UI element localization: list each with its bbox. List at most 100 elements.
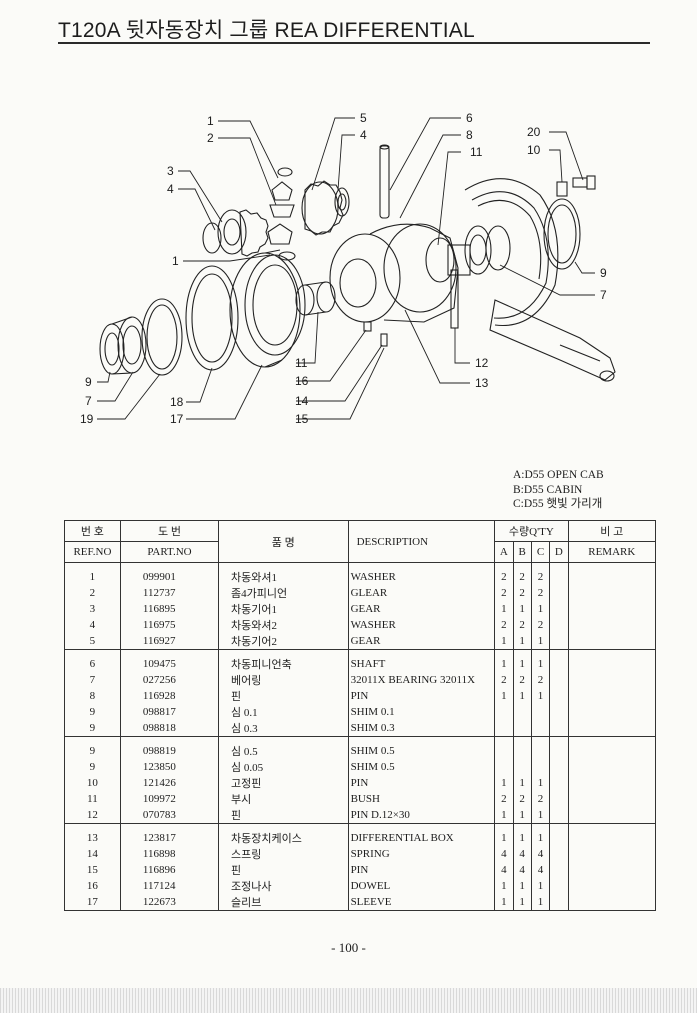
header-remark-en: REMARK [567,541,657,563]
cell-name: 핀 [218,688,349,704]
cell-ref: 12 [64,807,121,824]
cell-name: 차동기어1 [218,601,349,617]
cell-remark [567,633,657,650]
cell-remark [567,688,657,704]
cell-d [549,688,569,704]
sleeve-part [229,249,306,368]
cell-d [549,569,569,585]
side-gear-part [202,209,269,257]
cell-part: 122673 [119,894,220,911]
cell-remark [567,743,657,759]
header-qty: 수량Q'TY [494,520,569,542]
header-ref-en: REF.NO [64,541,121,563]
page-title: T120A 뒷자동장치 그룹 REA DIFFERENTIAL [58,19,475,42]
cell-part: 098818 [119,720,220,737]
cell-c: 1 [530,775,551,791]
title-rule [58,42,650,44]
cell-a: 2 [494,617,514,633]
cell-c [530,743,551,759]
cell-desc: GLEAR [347,585,496,601]
legend-line: B:D55 CABIN [513,483,583,496]
cell-d [549,656,569,672]
header-col-b: B [512,541,532,563]
cell-desc: DIFFERENTIAL BOX [347,830,496,846]
cell-desc: 32011X BEARING 32011X [347,672,496,688]
cell-part: 116895 [119,601,220,617]
cell-desc: GEAR [347,633,496,650]
cell-part: 109475 [119,656,220,672]
group-spacer [64,562,657,569]
cell-name: 차동와셔2 [218,617,349,633]
cell-ref: 4 [64,617,121,633]
washer-ring-part [185,265,239,371]
cell-desc: GEAR [347,601,496,617]
group-spacer [64,649,657,656]
cell-a: 1 [494,688,514,704]
model-legend: A:D55 OPEN CAB B:D55 CABIN C:D55 햇빛 가리개 [513,468,604,512]
cell-ref: 17 [64,894,121,911]
differential-gear-part [301,180,350,236]
cell-c: 2 [530,791,551,807]
cell-remark [567,656,657,672]
cell-name: 심 0.3 [218,720,349,737]
cell-ref: 16 [64,878,121,894]
cell-b: 1 [512,775,532,791]
cell-name: 슬리브 [218,894,349,911]
cell-b: 1 [512,807,532,824]
cell-d [549,846,569,862]
cell-b: 2 [512,617,532,633]
page-number: - 100 - [331,940,366,955]
callout-label: 4 [167,182,174,196]
drive-pinion-part [489,299,616,382]
cell-c: 1 [530,601,551,617]
cell-c: 1 [530,633,551,650]
cell-ref: 2 [64,585,121,601]
cell-d [549,672,569,688]
cell-b: 1 [512,878,532,894]
cell-name: 핀 [218,807,349,824]
cell-name: 심 0.05 [218,759,349,775]
ring-gear-part [464,178,559,327]
cell-c: 1 [530,894,551,911]
callout-label: 16 [295,374,309,388]
cell-ref: 15 [64,862,121,878]
callout-label: 12 [475,356,489,370]
callout-label: 13 [475,376,489,390]
cell-a: 2 [494,672,514,688]
cell-a: 1 [494,656,514,672]
callout-label: 11 [295,356,308,370]
cell-part: 070783 [119,807,220,824]
cell-a: 1 [494,830,514,846]
cell-remark [567,617,657,633]
cell-remark [567,775,657,791]
cell-c: 1 [530,830,551,846]
cell-d [549,617,569,633]
callout-label: 1 [172,254,179,268]
cell-c: 2 [530,617,551,633]
callout-label: 5 [360,111,367,125]
callout-label: 14 [295,394,309,408]
cell-desc: BUSH [347,791,496,807]
cell-remark [567,704,657,720]
shim-ring-part [141,298,183,376]
cell-ref: 7 [64,672,121,688]
pinion-shaft-part [379,144,390,219]
cell-part: 116927 [119,633,220,650]
cell-ref: 11 [64,791,121,807]
callout-label: 7 [600,288,607,302]
cell-ref: 9 [64,704,121,720]
cell-b: 1 [512,656,532,672]
header-part-ko: 도 번 [119,520,220,542]
cell-a: 1 [494,775,514,791]
cell-c [530,759,551,775]
cell-remark [567,720,657,737]
cell-b: 1 [512,601,532,617]
cell-b [512,704,532,720]
cell-c: 4 [530,846,551,862]
cell-a: 1 [494,633,514,650]
